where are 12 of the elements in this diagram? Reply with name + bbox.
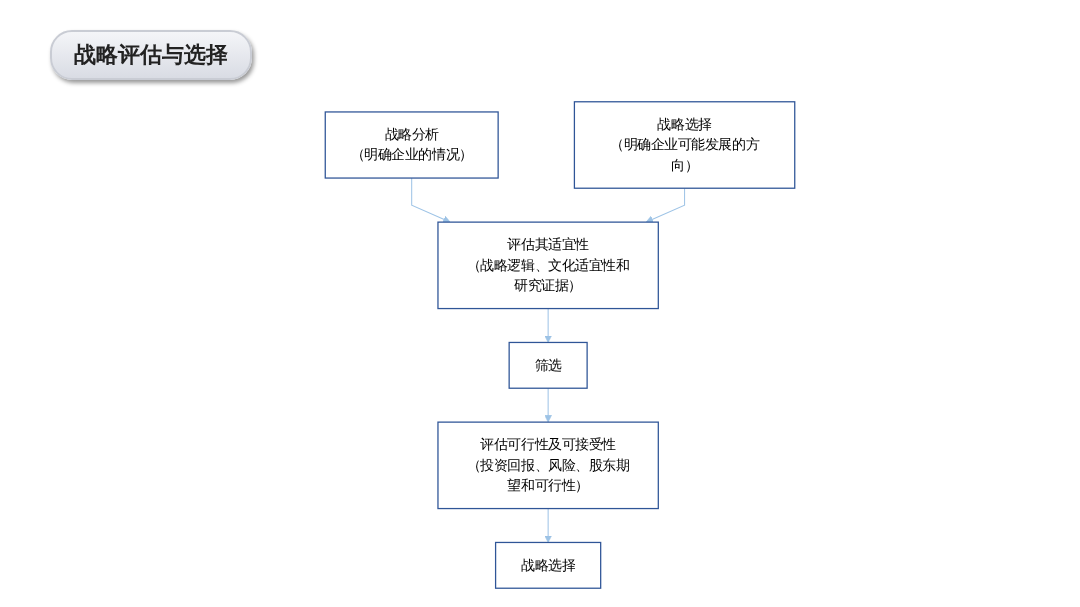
- node-box: 战略选择: [494, 541, 602, 589]
- arrow: [645, 187, 686, 223]
- node-box: 战略分析 （明确企业的情况）: [324, 111, 499, 179]
- node-box: 筛选: [508, 341, 588, 389]
- arrow: [544, 308, 552, 343]
- arrow: [411, 177, 451, 223]
- node-box: 评估其适宜性 （战略逻辑、文化适宜性和研究证据）: [437, 221, 659, 310]
- node-box: 战略选择 （明确企业可能发展的方向）: [573, 101, 796, 189]
- node-box: 评估可行性及可接受性 （投资回报、风险、股东期望和可行性）: [437, 421, 659, 510]
- arrow: [544, 387, 552, 423]
- title-pill: 战略评估与选择: [50, 30, 252, 80]
- arrow: [544, 508, 552, 543]
